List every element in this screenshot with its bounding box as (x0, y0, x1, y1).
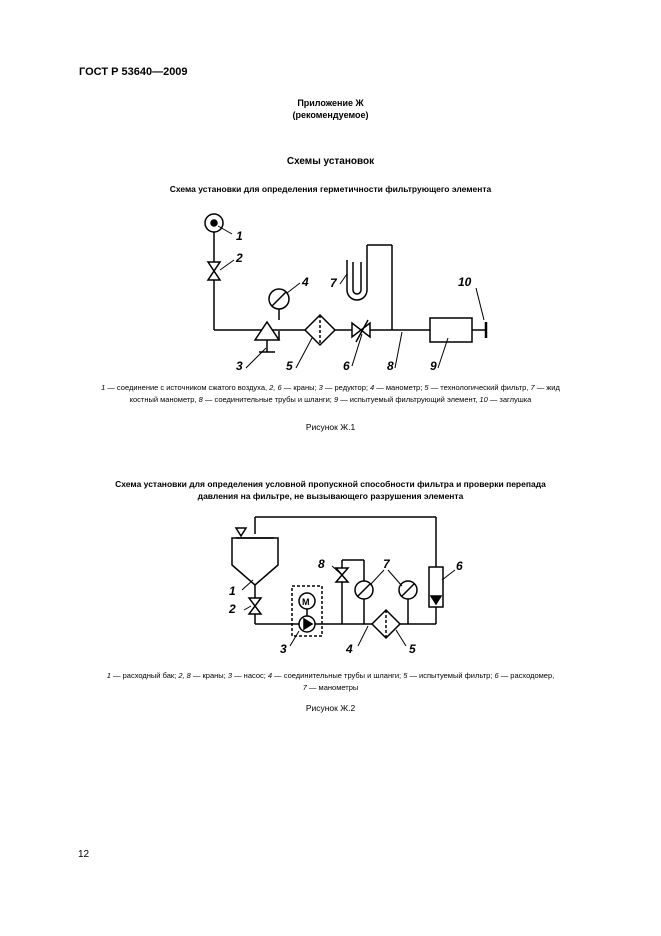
fig2-label-4: 4 (345, 642, 353, 656)
fig1-label-9: 9 (430, 359, 437, 373)
standard-header: ГОСТ Р 53640—2009 (79, 66, 188, 78)
fig2-label-2: 2 (228, 602, 236, 616)
annex-subtitle: (рекомендуемое) (292, 110, 369, 120)
valve-6-symbol (351, 321, 371, 339)
reducer-symbol (253, 320, 281, 341)
motor-letter: М (302, 597, 310, 607)
figure2-legend: 1 — расходный бак; 2, 8 — краны; 3 — нас… (106, 671, 555, 692)
fig2-label-1: 1 (229, 584, 236, 598)
valve-2-symbol (206, 261, 222, 281)
page-number: 12 (78, 849, 90, 860)
fig2-label-3: 3 (280, 642, 287, 656)
fig2-label-7: 7 (383, 557, 391, 571)
fig1-label-2: 2 (235, 251, 243, 265)
fig1-label-10: 10 (458, 275, 472, 289)
figure1-caption: Рисунок Ж.1 (305, 422, 356, 432)
level-indicator (234, 527, 248, 538)
fig1-label-6: 6 (343, 359, 350, 373)
figure1-title: Схема установки для определения герметич… (169, 184, 492, 194)
fig1-label-3: 3 (236, 359, 243, 373)
section-title: Схемы установок (286, 156, 375, 167)
fig2-label-5: 5 (409, 642, 416, 656)
test-filter-symbol (370, 608, 402, 640)
fig1-label-4: 4 (301, 275, 309, 289)
filter-element-symbol (429, 317, 473, 343)
valve-2-symbol (247, 597, 263, 615)
fig1-label-1: 1 (236, 229, 243, 243)
liquid-manometer-symbol (346, 260, 368, 301)
fig1-label-7: 7 (330, 276, 338, 290)
figure2-title: Схема установки для определения условной… (115, 479, 546, 501)
figure2-diagram (231, 516, 444, 640)
annex-title: Приложение Ж (297, 98, 364, 108)
figure2-caption: Рисунок Ж.2 (305, 703, 356, 713)
fig2-label-8: 8 (318, 557, 325, 571)
figure1-legend: 1 — соединение с источником сжатого возд… (101, 383, 560, 404)
fig1-label-5: 5 (286, 359, 293, 373)
pump-enclosure (291, 585, 323, 637)
fig1-label-8: 8 (387, 359, 394, 373)
fig2-label-6: 6 (456, 559, 463, 573)
tank-symbol (231, 537, 279, 586)
